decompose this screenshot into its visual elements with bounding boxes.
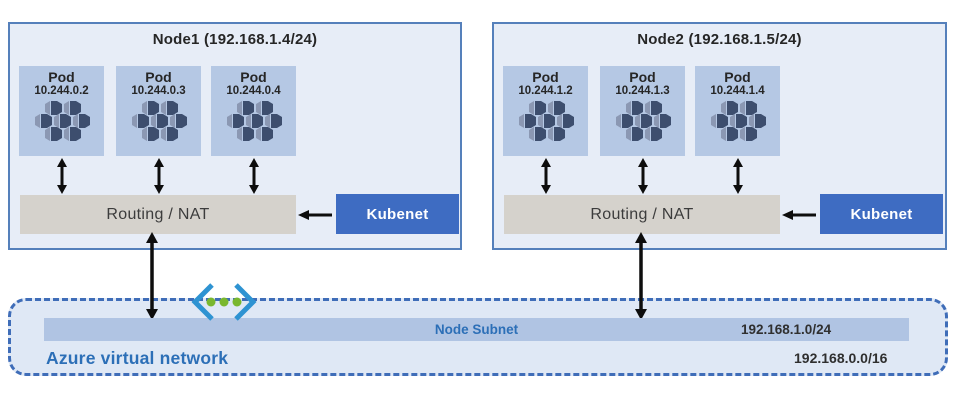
node2-pod-1: Pod 10.244.1.2 [503,66,588,156]
containers-icon [131,101,187,141]
node2-box: Node2 (192.168.1.5/24) Pod 10.244.1.2 Po… [492,22,947,250]
node1-title: Node1 (192.168.1.4/24) [152,31,318,48]
pod-nat-arrow [152,158,166,194]
containers-icon [518,101,574,141]
pod-nat-arrow [55,158,69,194]
pod-nat-arrow [731,158,745,194]
pod-ip: 10.244.0.3 [131,85,186,97]
azure-vnet-label: Azure virtual network [46,348,229,368]
pod-ip: 10.244.1.4 [710,85,765,97]
containers-icon [226,101,282,141]
node2-kubenet-box: Kubenet [820,194,943,234]
pod-label: Pod [629,69,656,85]
node1-routing-nat-box: Routing / NAT [20,195,296,234]
containers-icon [615,101,671,141]
node1-pod-1: Pod 10.244.0.2 [19,66,104,156]
node2-pod-2: Pod 10.244.1.3 [600,66,685,156]
node2-pod-3: Pod 10.244.1.4 [695,66,780,156]
pod-ip: 10.244.1.2 [518,85,573,97]
kubenet-nat-arrow [782,210,816,220]
pod-label: Pod [240,69,267,85]
pod-nat-arrow [636,158,650,194]
node2-routing-nat-box: Routing / NAT [504,195,780,234]
node1-kubenet-box: Kubenet [336,194,459,234]
azure-vnet-cidr: 192.168.0.0/16 [794,350,888,366]
node-subnet-cidr: 192.168.1.0/24 [741,322,832,337]
node2-subnet-arrow [633,232,649,320]
pod-ip: 10.244.0.4 [226,85,281,97]
containers-icon [710,101,766,141]
pod-nat-arrow [539,158,553,194]
node-subnet-bar: Node Subnet 192.168.1.0/24 [44,318,909,341]
pod-label: Pod [724,69,751,85]
pod-ip: 10.244.0.2 [34,85,89,97]
pod-ip: 10.244.1.3 [615,85,670,97]
pod-nat-arrow [247,158,261,194]
pod-label: Pod [145,69,172,85]
containers-icon [34,101,90,141]
node1-pod-2: Pod 10.244.0.3 [116,66,201,156]
node1-box: Node1 (192.168.1.4/24) Pod 10.244.0.2 Po… [8,22,462,250]
kubenet-nat-arrow [298,210,332,220]
node2-title: Node2 (192.168.1.5/24) [637,31,802,48]
node-subnet-label: Node Subnet [434,322,519,337]
node1-pod-3: Pod 10.244.0.4 [211,66,296,156]
pod-label: Pod [48,69,75,85]
virtual-network-icon [191,283,257,321]
pod-label: Pod [532,69,559,85]
node1-subnet-arrow [144,232,160,320]
